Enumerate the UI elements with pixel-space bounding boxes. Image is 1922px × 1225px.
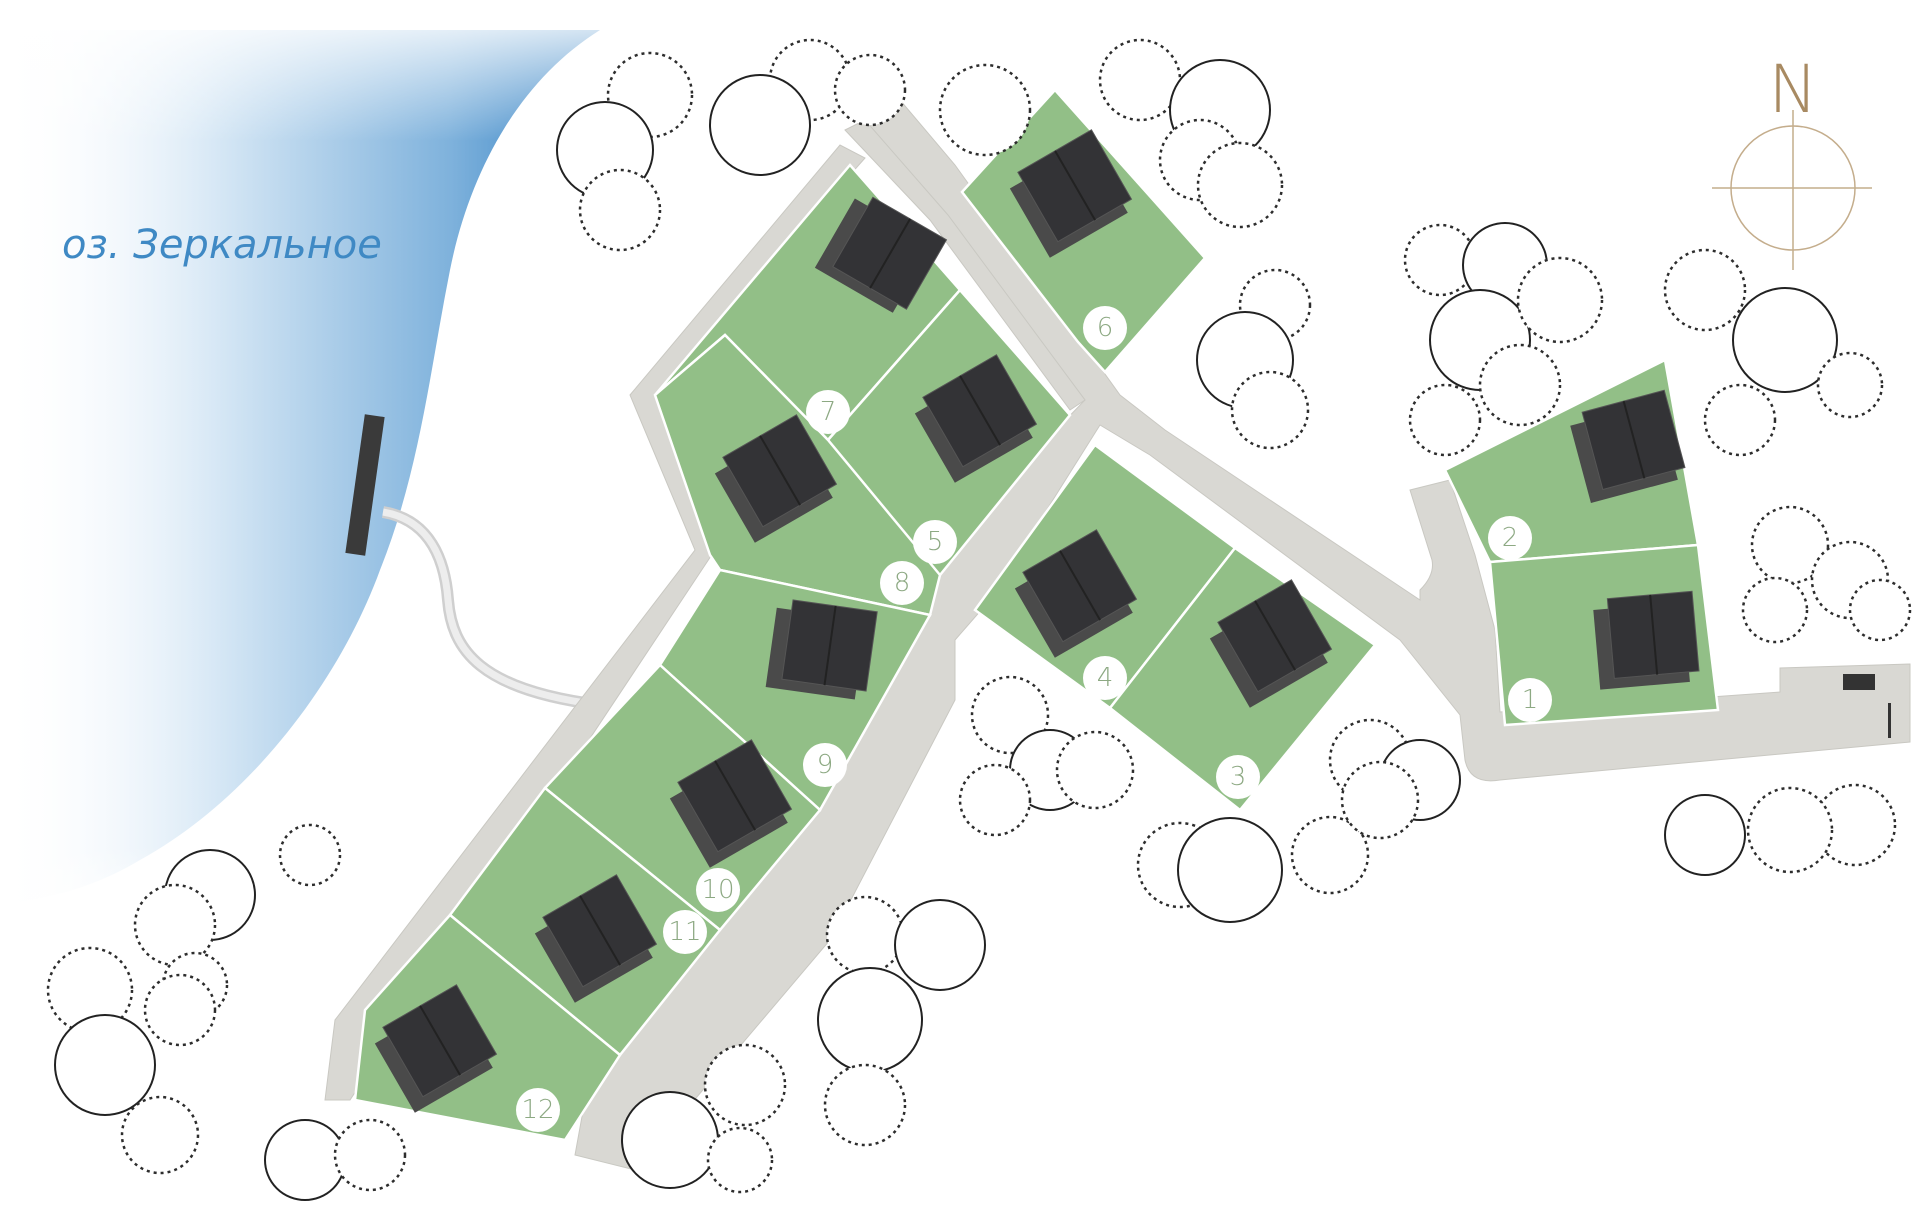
tree — [1816, 351, 1884, 419]
house-1 — [1593, 590, 1700, 690]
tree — [958, 763, 1032, 837]
tree — [1408, 383, 1482, 457]
svg-text:11: 11 — [668, 917, 701, 947]
roads — [324, 99, 1911, 1171]
trees — [46, 38, 1912, 1201]
tree — [1196, 141, 1284, 229]
pier — [345, 414, 601, 711]
lot-badge-2[interactable]: 2 — [1488, 516, 1532, 560]
tree — [578, 168, 662, 252]
lot-badge-11[interactable]: 11 — [663, 910, 707, 954]
house-7 — [814, 196, 948, 313]
svg-text:1: 1 — [1522, 685, 1539, 715]
lot-badge-7[interactable]: 7 — [806, 390, 850, 434]
tree — [1848, 578, 1912, 642]
tree — [894, 899, 986, 991]
tree — [1750, 505, 1830, 585]
tree — [703, 1043, 787, 1127]
lake-label: оз. Зеркальное — [62, 222, 382, 268]
svg-text:7: 7 — [820, 397, 837, 427]
house-10 — [669, 739, 793, 868]
tree — [1098, 38, 1182, 122]
tree — [938, 63, 1032, 157]
tree — [1055, 730, 1135, 810]
svg-text:4: 4 — [1097, 663, 1114, 693]
tree — [120, 1095, 200, 1175]
tree — [1746, 786, 1834, 874]
tree — [1340, 760, 1420, 840]
tree — [1663, 248, 1747, 332]
tree — [54, 1014, 156, 1116]
svg-text:9: 9 — [817, 750, 834, 780]
house-3 — [1209, 579, 1333, 708]
tree — [1703, 383, 1777, 457]
tree — [1478, 343, 1562, 427]
tree — [709, 74, 811, 176]
svg-text:6: 6 — [1097, 313, 1114, 343]
house-5 — [914, 354, 1038, 483]
house-6 — [1009, 129, 1133, 258]
lot-badge-1[interactable]: 1 — [1508, 678, 1552, 722]
tree — [1732, 287, 1838, 393]
house-2 — [1570, 389, 1686, 504]
lot-badge-5[interactable]: 5 — [913, 520, 957, 564]
tree — [143, 973, 217, 1047]
svg-text:5: 5 — [927, 527, 944, 557]
lot-badge-4[interactable]: 4 — [1083, 656, 1127, 700]
lot-badge-6[interactable]: 6 — [1083, 306, 1127, 350]
houses — [374, 129, 1700, 1113]
house-8 — [714, 414, 838, 543]
tree — [1664, 794, 1746, 876]
tree — [825, 895, 905, 975]
lot-badges: 6 7 5 8 9 10 11 12 4 3 2 1 — [516, 306, 1552, 1132]
tree — [1177, 817, 1283, 923]
tree — [706, 1126, 774, 1194]
house-11 — [534, 874, 658, 1003]
house-4 — [1014, 529, 1138, 658]
svg-text:3: 3 — [1230, 762, 1247, 792]
tree — [1516, 256, 1604, 344]
lot-badge-8[interactable]: 8 — [880, 561, 924, 605]
parking-area — [1843, 674, 1891, 738]
lot-badge-10[interactable]: 10 — [696, 868, 740, 912]
house-9 — [765, 599, 878, 700]
lot-badge-9[interactable]: 9 — [803, 743, 847, 787]
tree — [1813, 783, 1897, 867]
tree — [278, 823, 342, 887]
tree — [133, 883, 217, 967]
tree — [1290, 815, 1370, 895]
tree — [333, 1118, 407, 1192]
svg-text:8: 8 — [894, 568, 911, 598]
lot-badge-3[interactable]: 3 — [1216, 755, 1260, 799]
tree — [1230, 370, 1310, 450]
tree — [823, 1063, 907, 1147]
compass-rose: N — [1712, 51, 1872, 270]
tree — [817, 967, 923, 1073]
svg-text:12: 12 — [521, 1095, 554, 1125]
tree — [833, 53, 907, 127]
tree — [970, 675, 1050, 755]
svg-text:10: 10 — [701, 875, 734, 905]
lot-badge-12[interactable]: 12 — [516, 1088, 560, 1132]
house-12 — [374, 984, 498, 1113]
svg-text:2: 2 — [1502, 523, 1519, 553]
tree — [264, 1119, 346, 1201]
tree — [621, 1091, 719, 1189]
tree — [1741, 576, 1809, 644]
